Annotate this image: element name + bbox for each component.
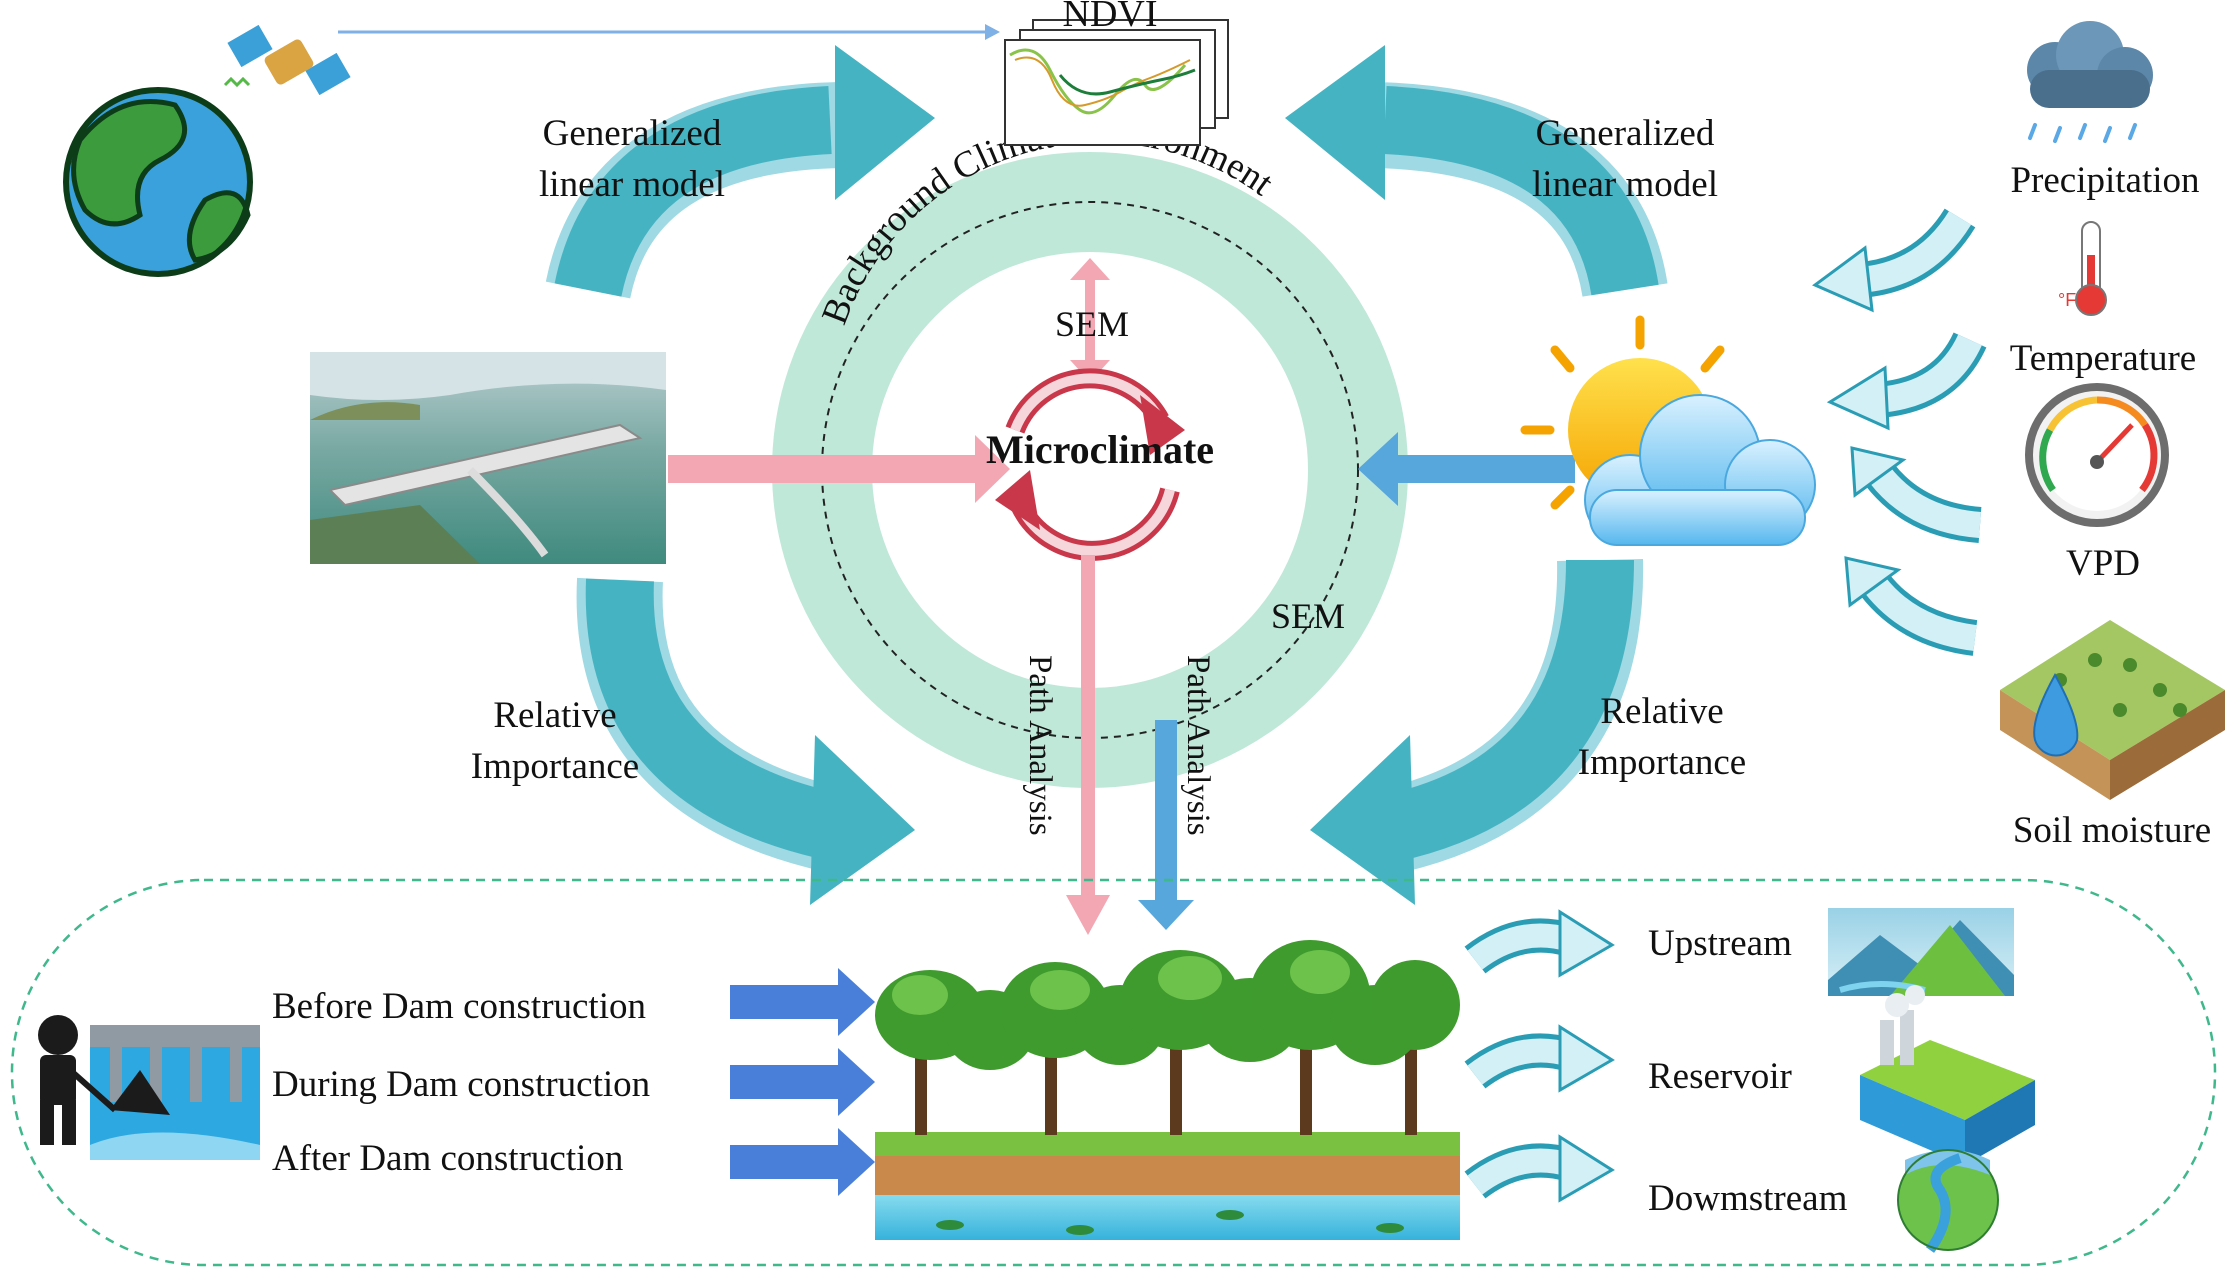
riparian-forest-illustration bbox=[875, 940, 1460, 1240]
downstream-label: Dowmstream bbox=[1648, 1178, 1848, 1219]
factor-arrow-vpd bbox=[1850, 446, 1982, 543]
importance-arrow-left bbox=[576, 577, 915, 905]
glm-left-line1: Generalized bbox=[543, 113, 722, 154]
rain-cloud-icon bbox=[2027, 21, 2153, 143]
fahrenheit-icon: °F bbox=[2058, 290, 2076, 310]
importance-arrow-right bbox=[1310, 559, 1644, 905]
dam-to-microclimate-arrow bbox=[668, 435, 1010, 503]
precipitation-label: Precipitation bbox=[2010, 160, 2199, 201]
path-analysis-blue-arrow bbox=[1138, 720, 1194, 930]
path-analysis-label-left: Path Analysis bbox=[1022, 655, 1058, 836]
thermometer-icon bbox=[2075, 221, 2107, 316]
sem-top-label: SEM bbox=[1055, 304, 1129, 344]
dam-phase-ellipse bbox=[10, 878, 2217, 1267]
dam-worker-icon bbox=[38, 1015, 260, 1160]
microclimate-cycle-icon bbox=[995, 368, 1185, 561]
river-valley-icon bbox=[1897, 1149, 1999, 1253]
ndvi-label: NDVI bbox=[1063, 0, 1158, 35]
phase-during-arrow bbox=[730, 1048, 875, 1116]
path-analysis-label-right: Path Analysis bbox=[1180, 655, 1216, 836]
temperature-label: Temperature bbox=[2010, 338, 2196, 379]
satellite-to-ndvi-arrow bbox=[338, 24, 1000, 40]
mountain-landscape-icon bbox=[1828, 908, 2014, 996]
vpd-gauge-icon bbox=[2025, 383, 2169, 527]
path-analysis-pink-arrow bbox=[1066, 555, 1110, 935]
soil-moisture-label: Soil moisture bbox=[2013, 810, 2211, 851]
factor-arrow-precipitation bbox=[1812, 208, 1976, 313]
three-gorges-dam-photo bbox=[310, 352, 666, 564]
glm-right-line1: Generalized bbox=[1536, 113, 1715, 154]
phase-after-arrow bbox=[730, 1128, 875, 1196]
earth-icon bbox=[63, 87, 253, 277]
glm-left-line2: linear model bbox=[539, 164, 725, 205]
phase-before-label: Before Dam construction bbox=[272, 986, 646, 1027]
phase-before-arrow bbox=[730, 968, 875, 1036]
sem-right-label: SEM bbox=[1271, 596, 1345, 636]
glm-right-line2: linear model bbox=[1532, 164, 1718, 205]
microclimate-label: Microclimate bbox=[986, 427, 1214, 472]
satellite-icon bbox=[223, 24, 351, 96]
importance-right-line1: Relative bbox=[1600, 691, 1723, 732]
soil-moisture-icon bbox=[2000, 620, 2225, 800]
glm-arrow-left bbox=[545, 45, 935, 300]
downstream-arrow bbox=[1464, 1134, 1615, 1203]
phase-after-label: After Dam construction bbox=[272, 1138, 623, 1179]
upstream-label: Upstream bbox=[1648, 923, 1792, 964]
vpd-label: VPD bbox=[2066, 543, 2140, 584]
hydropower-station-icon bbox=[1860, 985, 2035, 1165]
importance-right-line2: Importance bbox=[1578, 742, 1746, 783]
weather-to-microclimate-arrow bbox=[1358, 432, 1575, 506]
sun-cloud-icon bbox=[1520, 315, 1816, 546]
phase-during-label: During Dam construction bbox=[272, 1064, 650, 1105]
ndvi-chart-icon bbox=[1004, 19, 1229, 146]
importance-left-line1: Relative bbox=[493, 695, 616, 736]
importance-left-line2: Importance bbox=[471, 746, 639, 787]
reservoir-arrow bbox=[1464, 1024, 1615, 1093]
factor-arrow-soil bbox=[1844, 556, 1978, 656]
glm-arrow-right bbox=[1285, 45, 1668, 298]
factor-arrow-temperature bbox=[1826, 331, 1987, 431]
reservoir-label: Reservoir bbox=[1648, 1056, 1792, 1097]
upstream-arrow bbox=[1464, 909, 1615, 978]
